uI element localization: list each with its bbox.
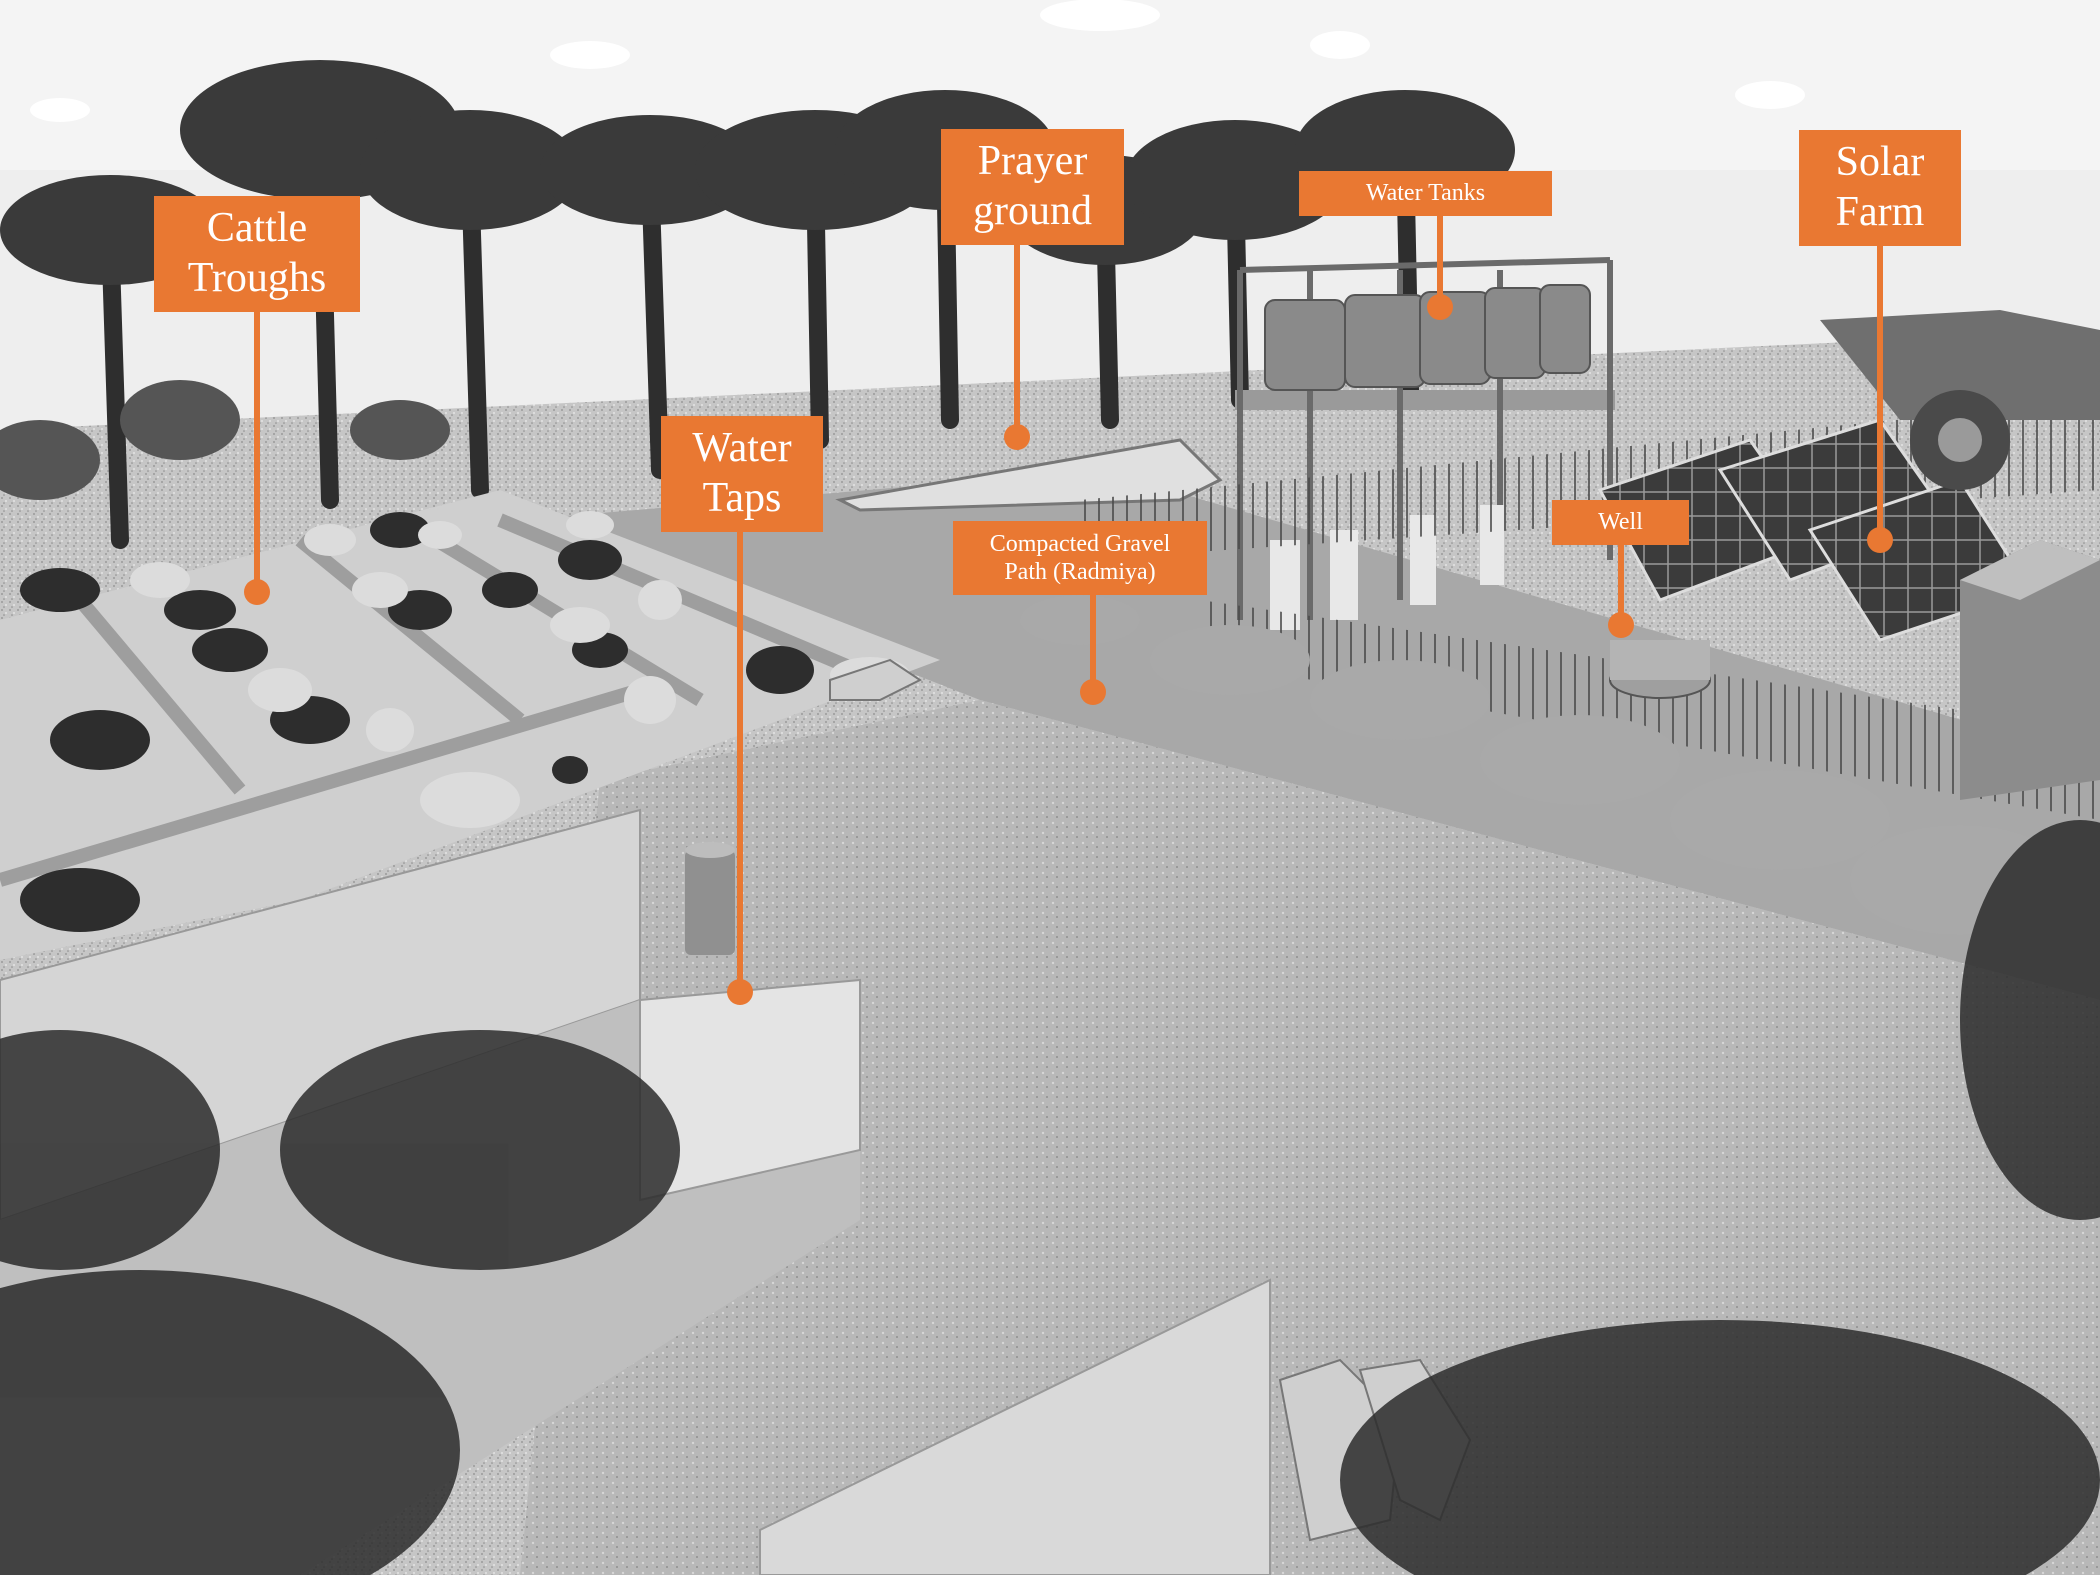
water-tanks-leader [1437,216,1443,296]
cattle-troughs-marker [244,579,270,605]
troughs [0,513,883,887]
cattle-troughs-leader [254,312,260,587]
cattle-troughs-label: Cattle Troughs [154,196,360,312]
well-wall [1610,640,1710,680]
water-tank-tower [1235,257,1615,630]
fence-front [1200,600,2100,820]
well-marker [1608,612,1634,638]
gravel-path-marker [1080,679,1106,705]
water-taps-label: Water Taps [661,416,823,532]
prayer-ground-leader [1014,245,1020,430]
water-taps-marker [727,979,753,1005]
prayer-ground-marker [1004,424,1030,450]
foreground-palms [0,820,2100,1575]
gravel-path [520,470,2100,1000]
solar-farm-label: Solar Farm [1799,130,1961,246]
brick-pillar [1960,540,2100,800]
shrubs [1020,595,2070,935]
clouds [30,0,1805,122]
water-tanks-label: Water Tanks [1299,171,1552,216]
solar-farm-leader [1877,246,1883,536]
dump-truck [1820,310,2100,490]
barrel [685,850,735,955]
gravel-path-leader [1090,595,1096,685]
water-taps-leader [737,532,743,992]
cattle [20,512,814,932]
water-tanks-marker [1427,294,1453,320]
well-label: Well [1552,500,1689,545]
solar-farm-marker [1867,527,1893,553]
well-leader [1618,545,1624,627]
gravel-path-label: Compacted Gravel Path (Radmiya) [953,521,1207,595]
prayer-ground-label: Prayer ground [941,129,1124,245]
